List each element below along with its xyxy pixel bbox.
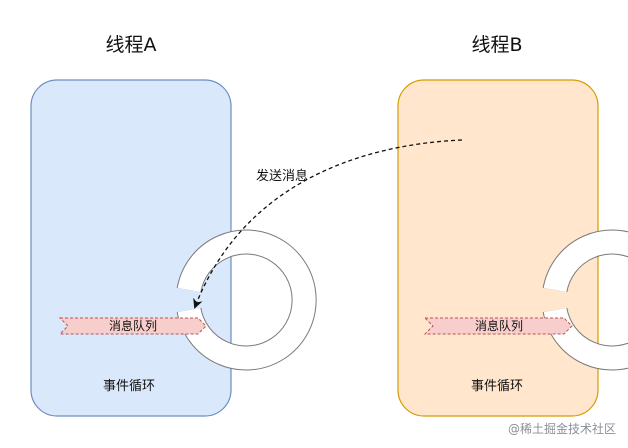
watermark: @稀土掘金技术社区: [508, 421, 616, 436]
thread-b-event-loop-label: 事件循环: [471, 379, 523, 394]
thread-a-title: 线程A: [106, 34, 157, 56]
thread-a-group: 线程A 消息队列 事件循环: [30, 34, 317, 417]
send-message-arrow: [193, 139, 463, 309]
thread-b-queue-ribbon: [423, 317, 573, 335]
thread-b-queue-label: 消息队列: [475, 318, 523, 333]
send-message-connector: 发送消息: [193, 139, 463, 309]
thread-a-event-loop-label: 事件循环: [103, 379, 155, 394]
thread-a-message-queue: 消息队列: [58, 317, 207, 335]
thread-b-message-queue: 消息队列: [423, 317, 573, 335]
send-message-label: 发送消息: [256, 168, 308, 184]
thread-b-title: 线程B: [471, 34, 522, 56]
thread-a-queue-ribbon: [58, 317, 207, 335]
thread-a-loop-icon: [176, 229, 317, 371]
thread-a-queue-label: 消息队列: [109, 318, 157, 333]
thread-b-loop-icon: [542, 229, 628, 371]
thread-b-group: 线程B 消息队列 事件循环: [397, 34, 628, 417]
